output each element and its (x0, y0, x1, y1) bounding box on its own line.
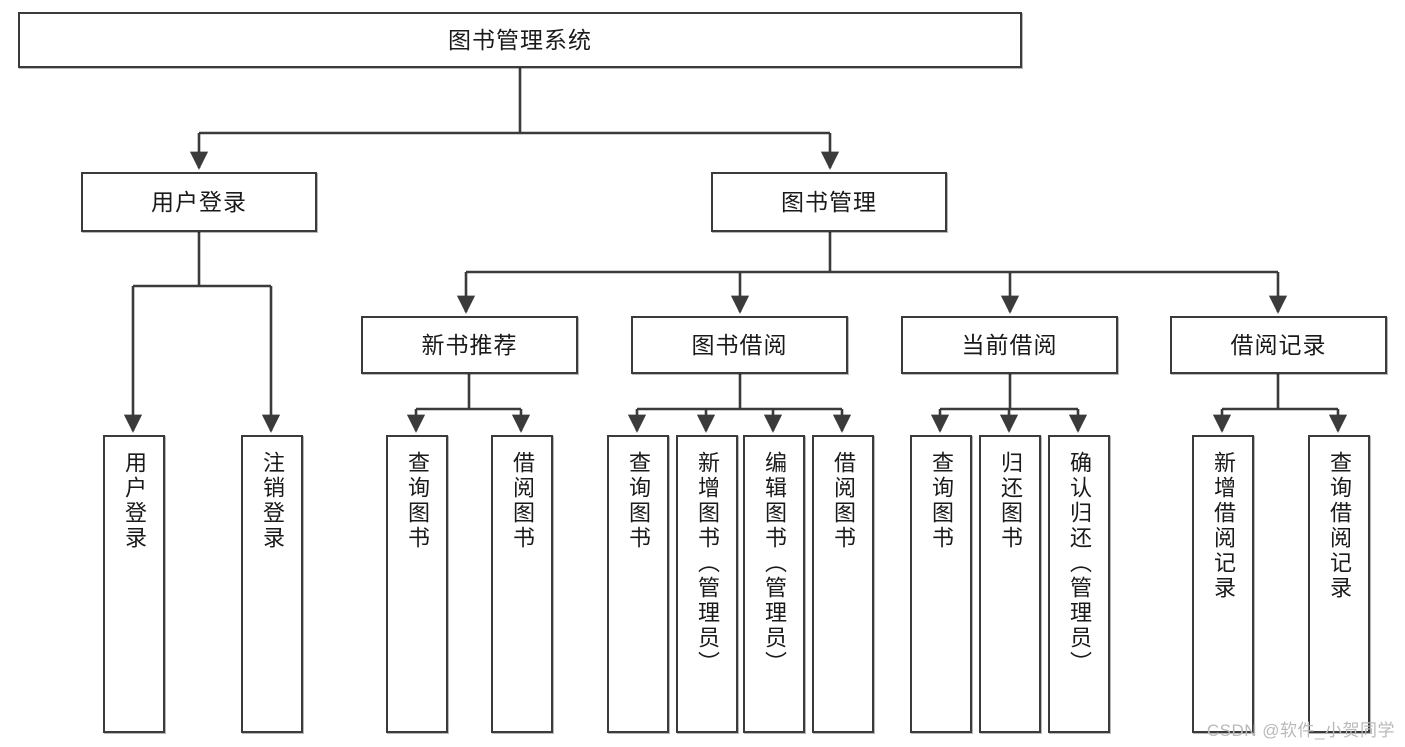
node-book-management[interactable]: 图书管理 (711, 172, 947, 232)
node-new-book-recommend[interactable]: 新书推荐 (361, 316, 578, 374)
watermark-text: CSDN @软件_小贺同学 (1206, 721, 1395, 740)
node-label: 当前借阅 (961, 331, 1058, 358)
node-label: 借阅记录 (1230, 331, 1327, 358)
node-label: 借阅图书 (510, 451, 535, 551)
node-label: 新增借阅记录 (1211, 451, 1236, 601)
node-label: 注销登录 (260, 451, 285, 551)
leaf-newbook-query-books[interactable]: 查询图书 (386, 435, 448, 733)
node-label: 新增图书（管理员） (695, 451, 720, 676)
node-label: 编辑图书（管理员） (762, 451, 787, 676)
node-user-login[interactable]: 用户登录 (81, 172, 317, 232)
node-label: 确认归还（管理员） (1067, 451, 1092, 676)
node-label: 借阅图书 (831, 451, 856, 551)
node-label: 查询图书 (929, 451, 954, 551)
leaf-current-return-books[interactable]: 归还图书 (979, 435, 1041, 733)
node-label: 查询图书 (405, 451, 430, 551)
node-book-borrow[interactable]: 图书借阅 (631, 316, 848, 374)
leaf-current-confirm-return-admin[interactable]: 确认归还（管理员） (1048, 435, 1110, 733)
leaf-borrow-add-book-admin[interactable]: 新增图书（管理员） (676, 435, 738, 733)
node-label: 新书推荐 (421, 331, 518, 358)
leaf-borrow-borrow-books[interactable]: 借阅图书 (812, 435, 874, 733)
node-label: 图书管理 (781, 188, 877, 215)
leaf-newbook-borrow-books[interactable]: 借阅图书 (491, 435, 553, 733)
node-label: 查询图书 (626, 451, 651, 551)
node-label: 用户登录 (122, 451, 147, 551)
node-label: 图书借阅 (691, 331, 788, 358)
node-label: 用户登录 (151, 188, 247, 215)
node-label: 归还图书 (998, 451, 1023, 551)
leaf-borrow-edit-book-admin[interactable]: 编辑图书（管理员） (743, 435, 805, 733)
node-borrow-records[interactable]: 借阅记录 (1170, 316, 1387, 374)
leaf-records-add-record[interactable]: 新增借阅记录 (1192, 435, 1254, 733)
leaf-records-query-record[interactable]: 查询借阅记录 (1308, 435, 1370, 733)
leaf-current-query-books[interactable]: 查询图书 (910, 435, 972, 733)
node-current-borrow[interactable]: 当前借阅 (901, 316, 1118, 374)
leaf-user-login[interactable]: 用户登录 (103, 435, 165, 733)
node-label: 图书管理系统 (448, 26, 592, 53)
node-root-system[interactable]: 图书管理系统 (18, 12, 1022, 68)
leaf-borrow-query-books[interactable]: 查询图书 (607, 435, 669, 733)
leaf-logout[interactable]: 注销登录 (241, 435, 303, 733)
node-label: 查询借阅记录 (1327, 451, 1352, 601)
